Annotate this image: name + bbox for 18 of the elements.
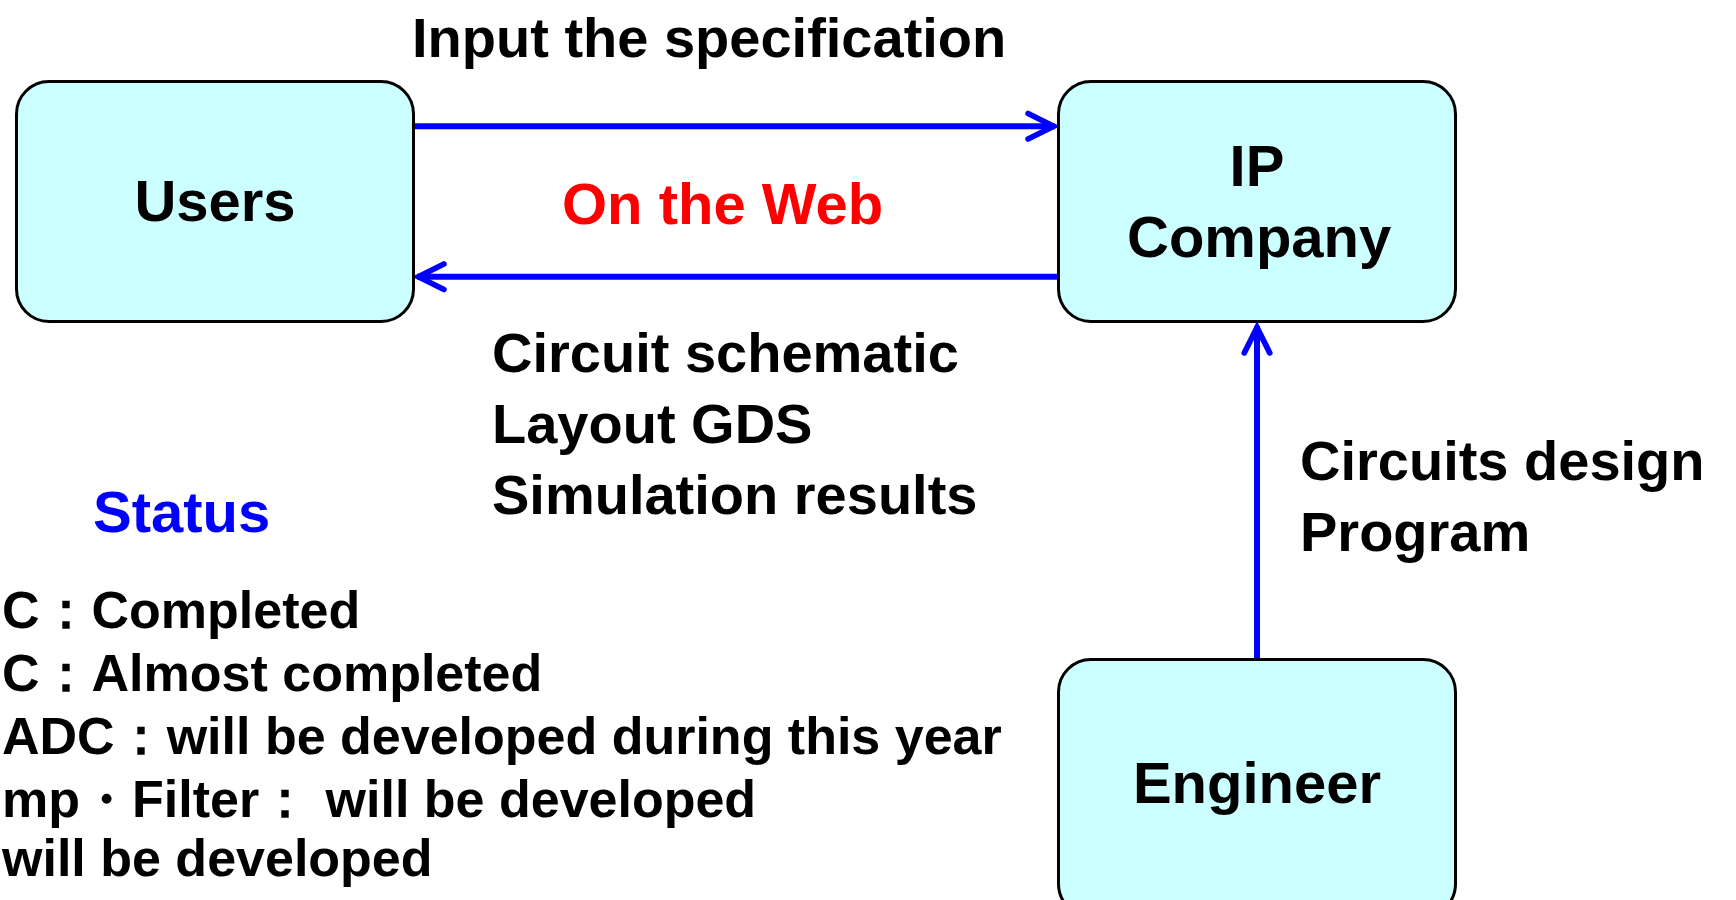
status-line: C：Almost completed	[2, 643, 543, 704]
status-heading: Status	[93, 478, 271, 545]
arrow	[415, 261, 1057, 293]
note-label: On the Web	[562, 170, 884, 237]
arrow	[1241, 324, 1273, 658]
status-line: C：Completed	[2, 580, 361, 641]
process-box	[15, 80, 415, 323]
node-label: Engineer	[1131, 748, 1383, 817]
edge-label: Circuit schematic Layout GDS Simulation results	[492, 320, 979, 528]
process-box	[1057, 80, 1457, 323]
process-box	[1057, 658, 1457, 900]
status-line: will be developed	[2, 828, 433, 888]
edge-label: Input the specification	[412, 5, 1008, 71]
status-line: ADC：will be developed during this year	[2, 706, 1002, 767]
edge-label: Circuits design Program	[1300, 428, 1706, 565]
node-label: Users	[133, 167, 297, 236]
status-line: mp・Filter： will be developed	[2, 769, 757, 830]
arrow	[415, 110, 1057, 142]
